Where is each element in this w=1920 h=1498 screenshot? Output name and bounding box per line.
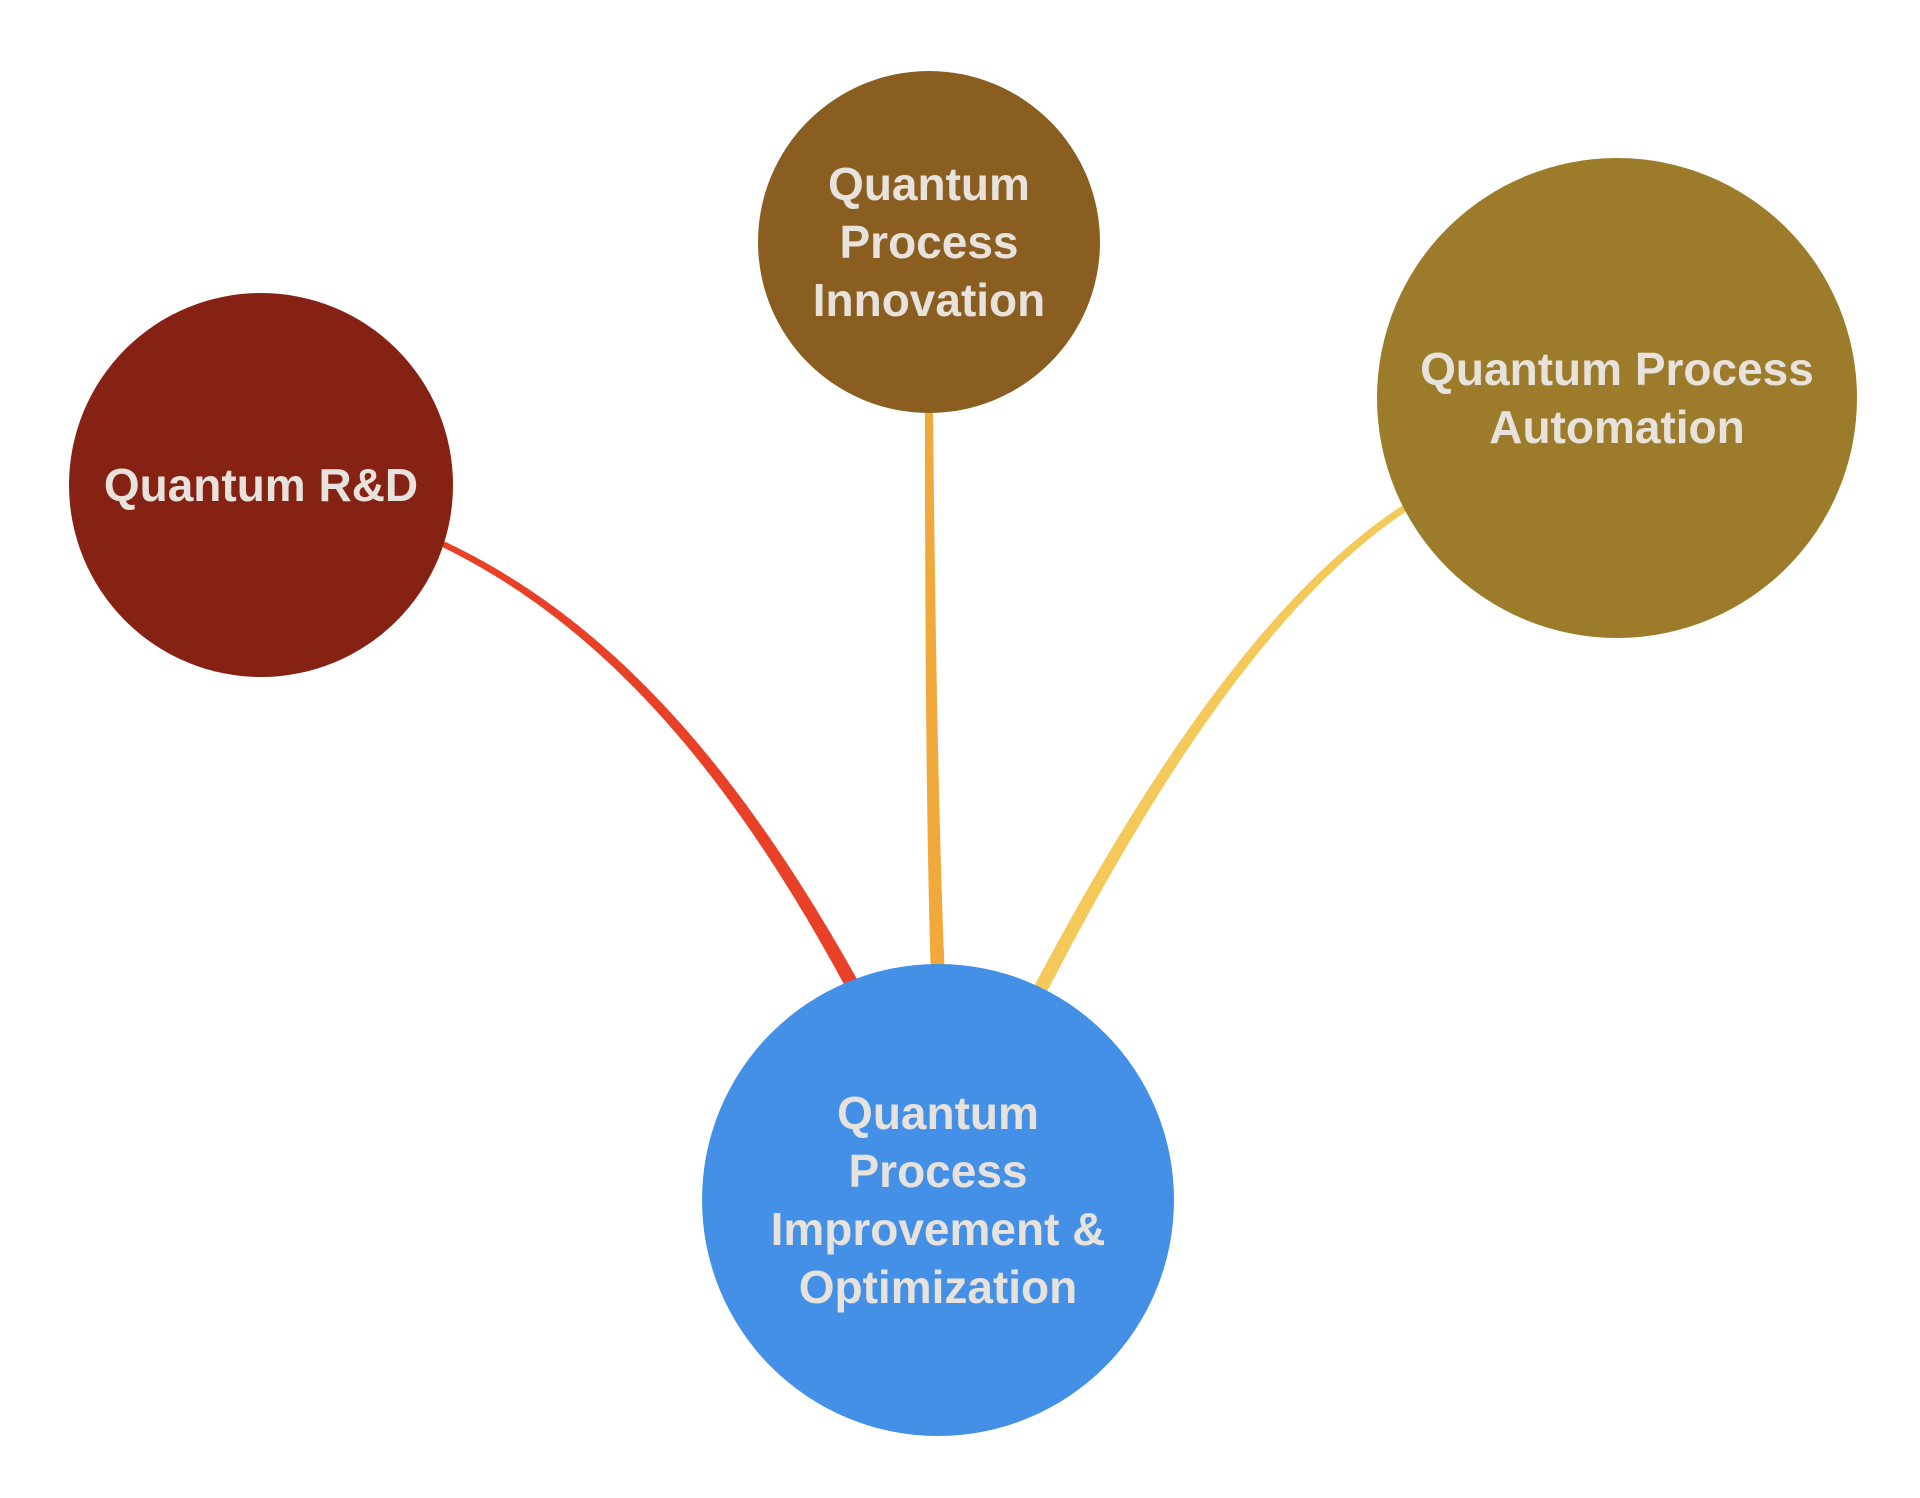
branch-node-0-circle	[69, 293, 453, 677]
edge-root-to-branch-2	[1033, 504, 1409, 997]
branch-node-1-label-line: Process	[839, 216, 1018, 268]
branch-node-1-label-line: Innovation	[813, 274, 1046, 326]
root-node-label-line: Process	[848, 1145, 1027, 1197]
root-node-label-line: Improvement &	[771, 1203, 1106, 1255]
branch-node-2-label-line: Automation	[1489, 401, 1745, 453]
root-node-label-line: Quantum	[837, 1087, 1039, 1139]
branch-node-2-circle	[1377, 158, 1857, 638]
nodes: Quantum R&DQuantumProcessInnovationQuant…	[69, 71, 1857, 1436]
root-node-circle	[702, 964, 1174, 1436]
branch-node-1-circle	[758, 71, 1100, 413]
branch-node-2-label-line: Quantum Process	[1420, 343, 1814, 395]
edges	[442, 409, 1409, 997]
branch-node-0-label-line: Quantum R&D	[104, 459, 418, 511]
branch-node-1-label-line: Quantum	[828, 158, 1030, 210]
edge-root-to-branch-0	[442, 542, 862, 997]
edge-root-to-branch-1	[925, 409, 945, 987]
root-node-label-line: Optimization	[799, 1261, 1078, 1313]
branch-node-0[interactable]: Quantum R&D	[69, 293, 453, 677]
